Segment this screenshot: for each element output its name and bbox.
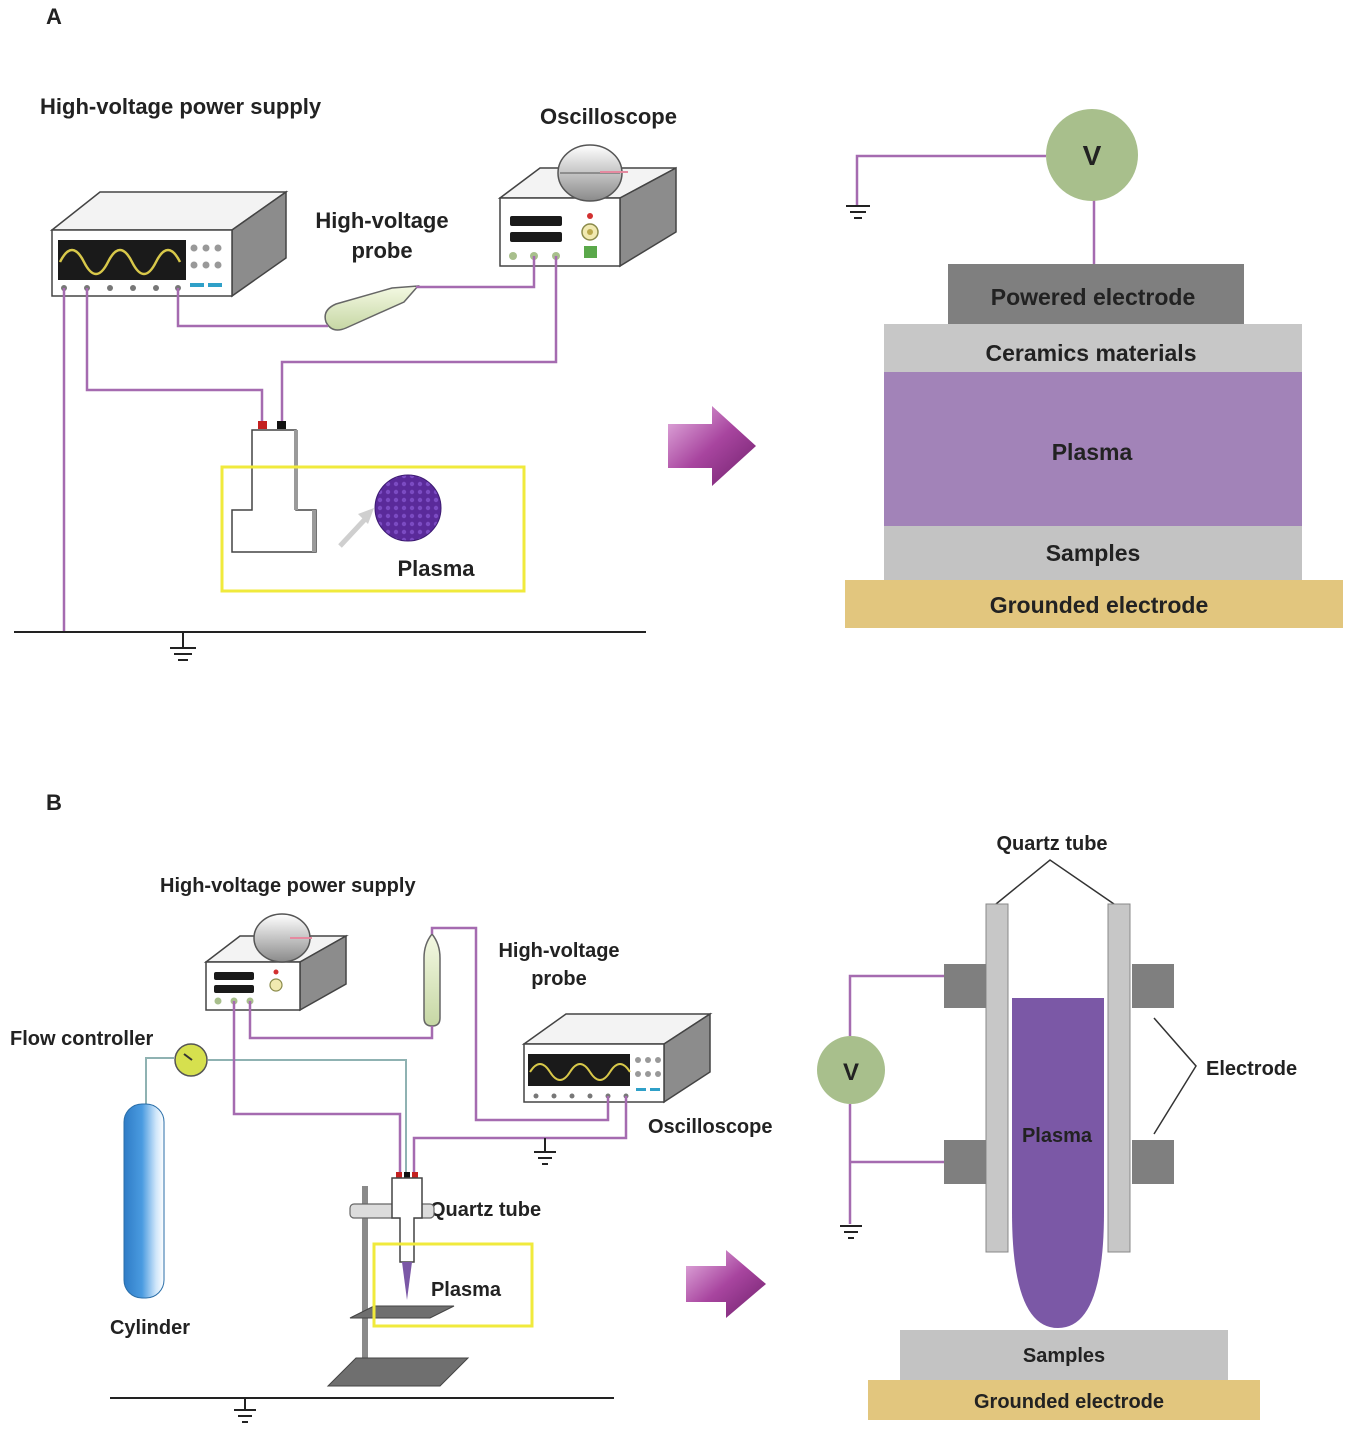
panel-b-jet-tube — [391, 1172, 423, 1300]
panel-a-ground-icon — [170, 632, 196, 661]
panel-b-power-supply — [203, 913, 349, 1012]
panel-b-voltmeter-symbol: V — [843, 1059, 859, 1086]
panel-b-ground-icon-2 — [234, 1398, 256, 1423]
panel-b-probe — [423, 932, 441, 1027]
ceramics-label: Ceramics materials — [986, 340, 1197, 366]
panel-b-wires — [232, 926, 628, 1174]
panel-a: A High-voltage power supply Oscilloscope… — [14, 4, 1343, 661]
quartz-tube-leader-lines — [995, 859, 1115, 905]
panel-b-quartz-tube-title: Quartz tube — [996, 833, 1107, 855]
panel-a-letter: A — [46, 4, 62, 29]
samples-layer-label: Samples — [1046, 540, 1141, 566]
panel-b-gas-line-to-cylinder — [145, 1057, 174, 1104]
panel-a-plasma-ball — [374, 474, 442, 542]
panel-a-oscilloscope — [497, 144, 677, 268]
panel-b-transition-arrow — [686, 1250, 766, 1318]
panel-a-power-supply — [49, 190, 289, 298]
panel-b-oscilloscope-label: Oscilloscope — [648, 1116, 773, 1138]
panel-a-probe — [324, 285, 420, 331]
grounded-electrode-layer — [845, 580, 1343, 628]
electrode-lower-right — [1132, 1140, 1174, 1184]
electrode-lower-left — [944, 1140, 986, 1184]
panel-b-electrode-label: Electrode — [1206, 1058, 1297, 1080]
jet-plasma-column — [1012, 998, 1104, 1328]
samples-layer — [884, 526, 1302, 580]
panel-a-reactor — [231, 421, 317, 553]
electrode-upper-right — [1132, 964, 1174, 1008]
ceramics-layer — [884, 324, 1302, 372]
panel-a-voltmeter-symbol: V — [1083, 140, 1102, 171]
panel-b-voltmeter: V — [817, 974, 944, 1239]
quartz-tube-left-wall — [985, 903, 1009, 1253]
quartz-tube-right-wall — [1107, 903, 1131, 1253]
plasma-layer-label: Plasma — [1052, 439, 1133, 465]
panel-b-grounded-electrode-layer — [868, 1380, 1260, 1420]
powered-electrode-layer — [948, 264, 1244, 324]
panel-b-flow-controller-label: Flow controller — [10, 1028, 154, 1050]
panel-a-voltmeter: V — [846, 109, 1138, 264]
panel-a-pointer-arrowhead — [358, 508, 374, 524]
panel-b-power-supply-label: High-voltage power supply — [160, 875, 416, 897]
panel-b-letter: B — [46, 790, 62, 815]
panel-b-grounded-electrode-label: Grounded electrode — [974, 1391, 1164, 1413]
panel-b-gas-line-to-tube — [208, 1059, 407, 1174]
panel-b-ground-icon-1 — [534, 1138, 556, 1165]
electrode-upper-left — [944, 964, 986, 1008]
panel-b-samples-label: Samples — [1023, 1345, 1105, 1367]
panel-b-probe-label-line2: probe — [531, 968, 587, 990]
panel-b-samples-layer — [900, 1330, 1228, 1380]
panel-a-plasma-label: Plasma — [397, 556, 475, 581]
panel-a-oscilloscope-label: Oscilloscope — [540, 104, 677, 129]
panel-b-flow-controller-icon — [174, 1043, 208, 1077]
panel-a-highlight-box — [220, 465, 526, 593]
panel-a-wires — [62, 256, 558, 632]
panel-b-quartz-tube-label: Quartz tube — [430, 1199, 541, 1221]
panel-b-cylinder-icon — [123, 1103, 165, 1299]
panel-b-oscilloscope — [521, 1012, 713, 1104]
powered-electrode-label: Powered electrode — [991, 284, 1196, 310]
panel-a-probe-label-line1: High-voltage — [315, 208, 448, 233]
jet-plasma-label: Plasma — [1022, 1125, 1093, 1147]
panel-a-layer-stack: Powered electrode Ceramics materials Pla… — [845, 264, 1343, 628]
panel-a-power-supply-label: High-voltage power supply — [40, 94, 322, 119]
grounded-electrode-label: Grounded electrode — [990, 592, 1209, 618]
panel-b-cylinder-label: Cylinder — [110, 1317, 190, 1339]
panel-a-transition-arrow — [668, 406, 756, 486]
panel-b-plasma-label: Plasma — [431, 1279, 502, 1301]
electrode-leader-lines — [1153, 1017, 1197, 1135]
plasma-layer — [884, 372, 1302, 526]
panel-b-probe-label-line1: High-voltage — [498, 940, 619, 962]
panel-a-pointer-arrow — [338, 514, 370, 548]
panel-a-probe-label-line2: probe — [351, 238, 412, 263]
panel-b-highlight-box — [372, 1242, 534, 1328]
panel-b: B High-voltage power supply High-voltage… — [10, 790, 1297, 1423]
